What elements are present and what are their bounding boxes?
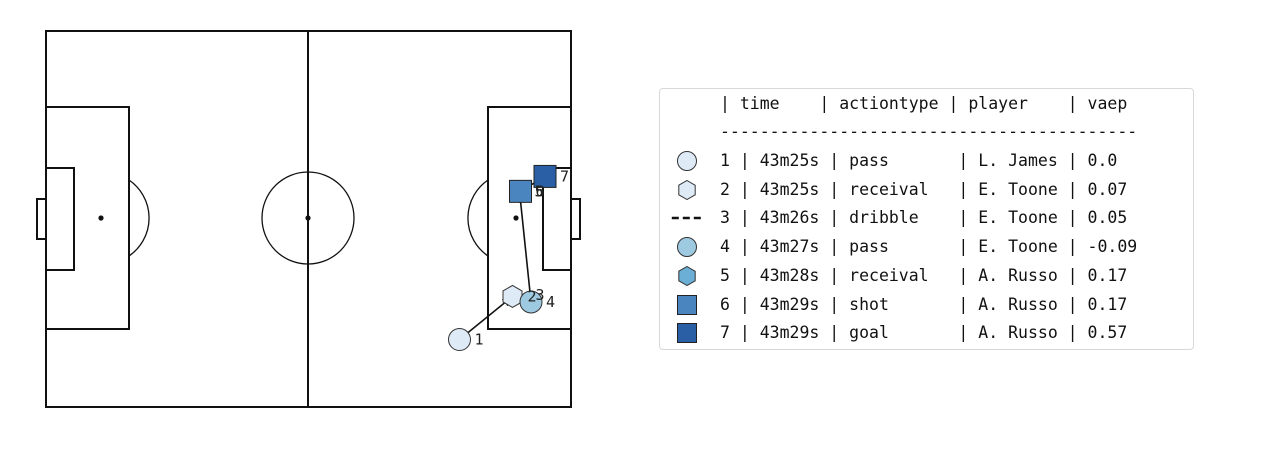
action-arrow-4 (516, 190, 532, 303)
action-label-6: 6 (536, 182, 545, 200)
legend-row-text: 4 | 43m27s | pass | E. Toone | -0.09 (720, 237, 1138, 257)
legend-separator-row: ----------------------------------------… (660, 122, 1195, 142)
action-label-1: 1 (475, 331, 484, 349)
legend-separator: ----------------------------------------… (720, 122, 1138, 141)
legend-row-text: 5 | 43m28s | receival | A. Russo | 0.17 (720, 265, 1128, 285)
legend-marker (678, 179, 696, 200)
action-marker-7 (533, 164, 557, 188)
legend-row-text: 1 | 43m25s | pass | L. James | 0.0 (720, 151, 1118, 170)
left-six-yard-box (45, 167, 75, 271)
legend-row: 6 | 43m29s | shot | A. Russo | 0.17 (660, 294, 1195, 315)
action-label-5: 5 (535, 182, 544, 200)
left-penalty-box (45, 106, 130, 330)
legend-marker (677, 294, 697, 315)
action-label-4: 4 (546, 293, 555, 311)
action-arrows (458, 175, 546, 341)
legend-row: 5 | 43m28s | receival | A. Russo | 0.17 (660, 265, 1195, 286)
legend-row: 3 | 43m26s | dribble | E. Toone | 0.05 (660, 208, 1195, 228)
action-marker-6 (509, 179, 532, 203)
action-legend: | time | actiontype | player | vaep ----… (659, 88, 1194, 350)
legend-header: | time | actiontype | player | vaep (720, 94, 1128, 113)
legend-marker (677, 151, 697, 171)
right-penalty-spot (513, 215, 519, 221)
action-marker-4 (519, 290, 543, 314)
action-label-3: 3 (536, 286, 545, 304)
center-spot (305, 215, 311, 221)
left-penalty-spot (98, 215, 104, 221)
legend-marker-circle (677, 151, 697, 171)
legend-row-text: 2 | 43m25s | receival | E. Toone | 0.07 (720, 179, 1128, 199)
legend-row: 2 | 43m25s | receival | E. Toone | 0.07 (660, 179, 1195, 200)
action-label-7: 7 (560, 167, 569, 185)
right-penalty-arc (467, 179, 489, 257)
left-goal (36, 198, 47, 240)
legend-row-text: 3 | 43m26s | dribble | E. Toone | 0.05 (720, 208, 1128, 228)
legend-marker-square (677, 294, 697, 315)
legend-marker (678, 265, 696, 286)
legend-marker-hexagon (678, 179, 696, 200)
legend-marker (671, 217, 703, 220)
legend-row-text: 6 | 43m29s | shot | A. Russo | 0.17 (720, 294, 1128, 314)
action-label-2: 2 (528, 287, 537, 305)
left-penalty-arc (128, 179, 150, 257)
legend-row: 7 | 43m29s | goal | A. Russo | 0.57 (660, 323, 1195, 344)
legend-row: 1 | 43m25s | pass | L. James | 0.0 (660, 151, 1195, 171)
pitch-lines (36, 30, 581, 408)
right-goal (570, 198, 581, 240)
legend-header-row: | time | actiontype | player | vaep (660, 94, 1195, 114)
legend-marker-circle (677, 237, 697, 258)
action-markers (448, 164, 557, 352)
legend-marker (677, 323, 697, 344)
legend-marker (677, 237, 697, 258)
legend-row: 4 | 43m27s | pass | E. Toone | -0.09 (660, 237, 1195, 258)
action-marker-1 (448, 328, 471, 352)
legend-marker-hexagon (678, 265, 696, 286)
legend-row-text: 7 | 43m29s | goal | A. Russo | 0.57 (720, 323, 1128, 343)
center-circle (261, 171, 355, 265)
action-marker-2 (502, 284, 523, 308)
legend-marker-square (677, 323, 697, 344)
